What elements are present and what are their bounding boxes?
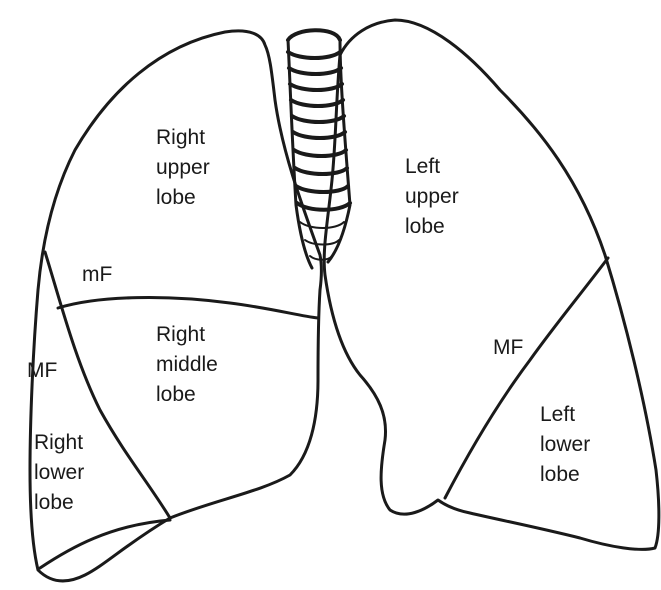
trachea-top-ring [288, 30, 340, 40]
trachea-ring-9 [296, 186, 348, 192]
trachea-ring-7 [294, 150, 346, 156]
left-lower-lobe-line-2: lower [540, 430, 590, 460]
trachea-ring-11 [300, 222, 344, 228]
left-lower-lobe-label: Left lower lobe [540, 400, 590, 490]
right-middle-lobe-line-3: lobe [156, 380, 218, 410]
right-middle-lobe-line-1: Right [156, 320, 218, 350]
right-major-fissure-label: MF [27, 356, 57, 386]
trachea-ring-6 [293, 132, 345, 138]
right-upper-lobe-line-1: Right [156, 123, 210, 153]
trachea-ring-4 [291, 100, 343, 106]
right-lower-lobe-line-2: lower [34, 458, 84, 488]
right-minor-fissure-line [58, 298, 318, 318]
right-lower-lobe-label: Right lower lobe [34, 428, 84, 518]
trachea-ring-2 [289, 68, 341, 74]
trachea-ring-10 [297, 203, 350, 210]
trachea-ring-12 [305, 240, 339, 245]
right-lower-lobe-line-3: lobe [34, 488, 84, 518]
trachea-ring-1 [288, 52, 340, 58]
right-upper-lobe-line-3: lobe [156, 183, 210, 213]
left-lung-outline [324, 20, 659, 549]
left-upper-lobe-line-3: lobe [405, 212, 459, 242]
right-upper-lobe-label: Right upper lobe [156, 123, 210, 213]
minor-fissure-label: mF [82, 260, 112, 290]
right-middle-lobe-line-2: middle [156, 350, 218, 380]
left-upper-lobe-line-1: Left [405, 152, 459, 182]
right-middle-lobe-label: Right middle lobe [156, 320, 218, 410]
right-upper-lobe-line-2: upper [156, 153, 210, 183]
trachea-ring-8 [295, 168, 347, 174]
right-lower-lobe-line-1: Right [34, 428, 84, 458]
left-major-fissure-label: MF [493, 333, 523, 363]
left-upper-lobe-line-2: upper [405, 182, 459, 212]
trachea-ring-3 [290, 84, 342, 90]
left-upper-lobe-label: Left upper lobe [405, 152, 459, 242]
left-lower-lobe-line-1: Left [540, 400, 590, 430]
left-lower-lobe-line-3: lobe [540, 460, 590, 490]
